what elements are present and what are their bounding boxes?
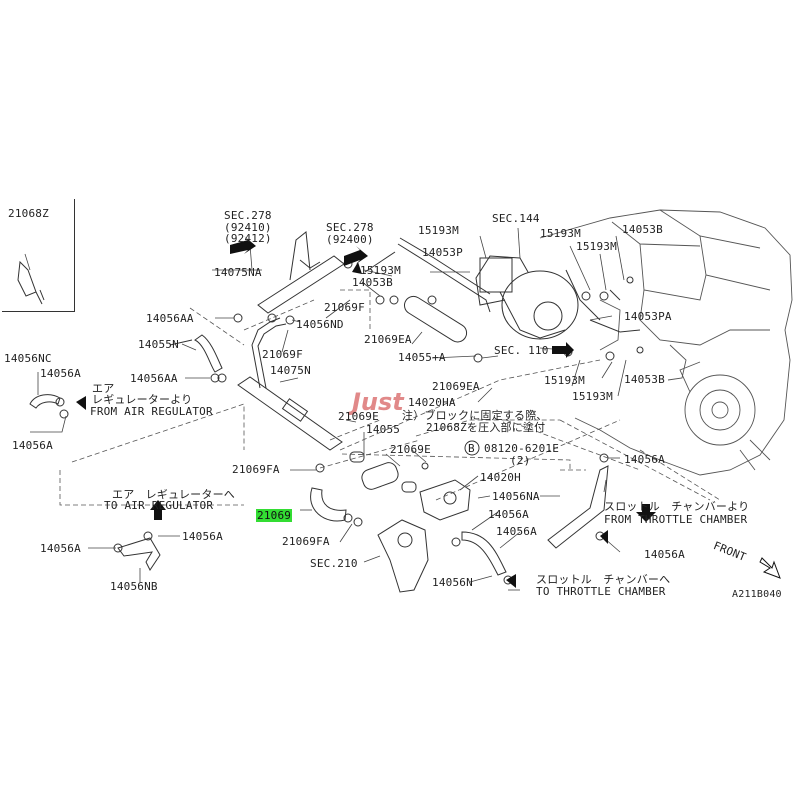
front-arrow <box>759 557 781 579</box>
label-14056nd[interactable]: 14056ND <box>296 318 344 331</box>
label-15193m-mid[interactable]: 15193M <box>360 264 401 277</box>
label-14075n[interactable]: 14075N <box>270 364 311 377</box>
label-14056nb[interactable]: 14056NB <box>110 580 158 593</box>
label-from-throttle-chamber: FROM THROTTLE CHAMBER <box>604 513 748 526</box>
label-14053b-mid[interactable]: 14053B <box>352 276 393 289</box>
label-bolt-qty: (2) <box>510 454 531 467</box>
label-14056aa-a[interactable]: 14056AA <box>146 312 194 325</box>
label-14020ha[interactable]: 14020HA <box>408 396 456 409</box>
hose-14055a-drawing <box>403 295 468 343</box>
label-14056nc[interactable]: 14056NC <box>4 352 52 365</box>
label-21069f-b[interactable]: 21069F <box>262 348 303 361</box>
label-diagram-code: A211B040 <box>732 589 782 600</box>
label-14056a-5[interactable]: 14056A <box>182 530 223 543</box>
label-21069e-a[interactable]: 21069E <box>338 410 379 423</box>
tube-14053p-drawing <box>397 243 491 313</box>
label-sec278-a[interactable]: SEC.278 <box>224 209 272 222</box>
label-14020h[interactable]: 14020H <box>480 471 521 484</box>
label-14055n[interactable]: 14055N <box>138 338 179 351</box>
thermostat-housing-drawing <box>377 519 429 593</box>
label-note-jp-2: 21068Zを圧入部に塗付 <box>426 421 546 434</box>
label-21069fa-a[interactable]: 21069FA <box>232 463 280 476</box>
label-to-air-regulator: TO AIR REGULATOR <box>104 499 214 512</box>
reference-dashed-lines <box>59 289 721 506</box>
label-14053b-r[interactable]: 14053B <box>622 223 663 236</box>
highlight-21069: 21069 <box>256 509 293 522</box>
label-sec278-b[interactable]: SEC.278 <box>326 221 374 234</box>
label-sec110[interactable]: SEC. 110 <box>494 344 549 357</box>
label-15193m-b1[interactable]: 15193M <box>544 374 585 387</box>
inset-sealant-tube <box>17 260 45 305</box>
watermark-logo: Just <box>352 388 404 416</box>
label-14053b-b[interactable]: 14053B <box>624 373 665 386</box>
label-14075na[interactable]: 14075NA <box>214 266 262 279</box>
label-sec278-a-ref1: (92410) <box>224 221 272 234</box>
label-14056a-8[interactable]: 14056A <box>644 548 685 561</box>
label-sec144[interactable]: SEC.144 <box>492 212 540 225</box>
label-note-jp-1: 注）ブロックに固定する際、 <box>402 409 548 422</box>
hose-14056na-drawing <box>547 465 609 549</box>
label-14056aa-b[interactable]: 14056AA <box>130 372 178 385</box>
label-14055[interactable]: 14055 <box>366 423 401 436</box>
label-21068z: 21068Z <box>8 207 49 220</box>
label-from-air-regulator: FROM AIR REGULATOR <box>90 405 213 418</box>
label-to-air-regulator-jp: エア レギュレーターへ <box>112 488 235 501</box>
hose-14056n-drawing <box>461 531 507 576</box>
label-14056a-1[interactable]: 14056A <box>40 367 81 380</box>
hose-14056nb-drawing <box>117 537 161 571</box>
label-21069f-a[interactable]: 21069F <box>324 301 365 314</box>
label-14053pa[interactable]: 14053PA <box>624 310 672 323</box>
label-air-regulator-jp: レギュレーターより <box>92 393 193 406</box>
turbo-housing-drawing <box>475 255 579 340</box>
label-14053p[interactable]: 14053P <box>422 246 463 259</box>
tube-14053pa-drawing <box>589 319 641 333</box>
hose-21069-drawing <box>310 487 347 522</box>
label-14056n[interactable]: 14056N <box>432 576 473 589</box>
label-14056a-2[interactable]: 14056A <box>12 439 53 452</box>
hose-14055-drawing <box>349 451 417 493</box>
outlet-14020h-drawing <box>419 479 471 521</box>
label-throttle-jp-1: スロットル チャンバーより <box>604 500 750 513</box>
label-bolt-part[interactable]: 08120-6201E <box>484 442 560 455</box>
label-14056a-3[interactable]: 14056A <box>624 453 665 466</box>
label-15193m-b2[interactable]: 15193M <box>572 390 613 403</box>
label-14055a[interactable]: 14055+A <box>398 351 446 364</box>
label-15193m-r1[interactable]: 15193M <box>540 227 581 240</box>
label-15193m-r2[interactable]: 15193M <box>576 240 617 253</box>
hose-14056nc-drawing <box>29 394 61 409</box>
label-air-jp: エア <box>92 382 115 395</box>
hose-14055n-drawing <box>194 334 223 373</box>
label-14056na[interactable]: 14056NA <box>492 490 540 503</box>
flow-arrows <box>76 236 656 588</box>
label-21069-highlighted[interactable]: 21069 <box>256 509 293 522</box>
leader-lines <box>24 227 627 591</box>
label-15193m-top[interactable]: 15193M <box>418 224 459 237</box>
label-21069e-b[interactable]: 21069E <box>390 443 431 456</box>
pipe-14075n-drawing <box>237 317 343 451</box>
engine-block-drawing <box>539 209 793 476</box>
sealant-inset-box <box>2 199 75 312</box>
label-throttle-jp-2: スロットル チャンバーへ <box>536 573 671 586</box>
label-sec210[interactable]: SEC.210 <box>310 557 358 570</box>
label-bolt-b: B <box>468 442 475 455</box>
label-21069ea-b[interactable]: 21069EA <box>432 380 480 393</box>
label-sec278-b-ref: (92400) <box>326 233 374 246</box>
label-21069fa-b[interactable]: 21069FA <box>282 535 330 548</box>
bolt-b-marker <box>464 440 480 456</box>
label-sec278-a-ref2: (92412) <box>224 232 272 245</box>
label-14056a-6[interactable]: 14056A <box>496 525 537 538</box>
label-21069ea-a[interactable]: 21069EA <box>364 333 412 346</box>
label-14056a-4[interactable]: 14056A <box>488 508 529 521</box>
label-to-throttle-chamber: TO THROTTLE CHAMBER <box>536 585 666 598</box>
label-14056a-7[interactable]: 14056A <box>40 542 81 555</box>
